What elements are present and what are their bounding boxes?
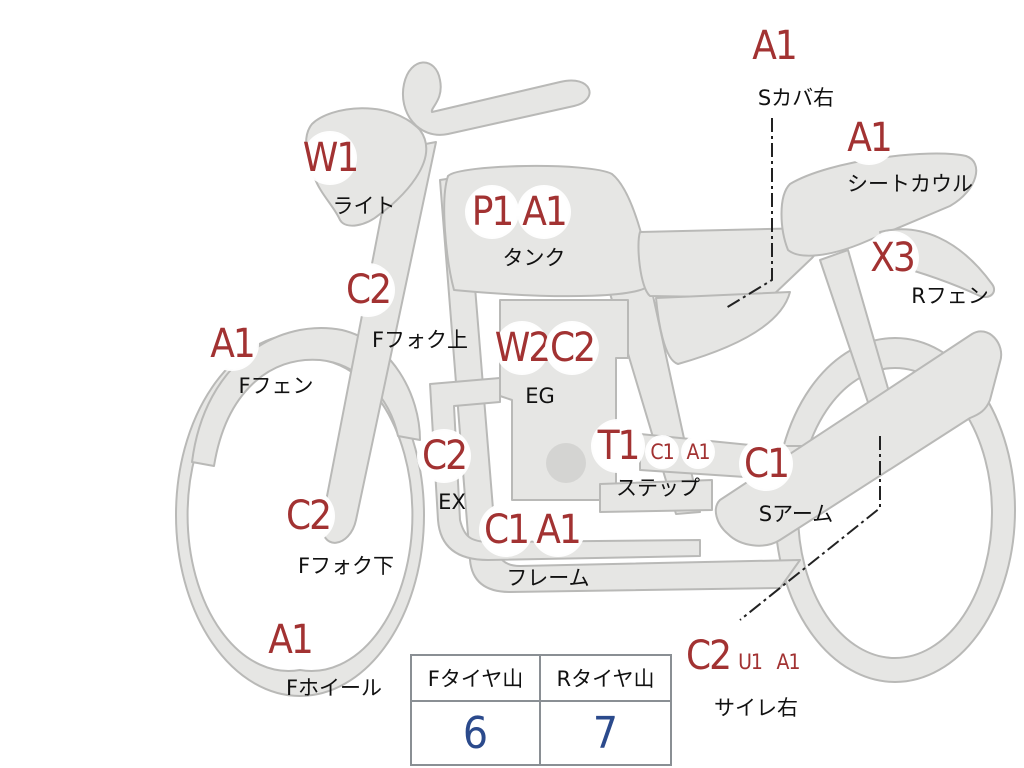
tread-table-header-row: Fタイヤ山 Rタイヤ山: [412, 656, 670, 702]
f-fork-upper-label: Fフォク上: [371, 328, 469, 352]
silencer-right-grade-badge: A1: [773, 647, 803, 677]
s-cover-right-grade-badge: A1: [749, 21, 799, 71]
exhaust-grade-badge: C2: [419, 431, 469, 481]
step-grade-badge: T1: [593, 421, 643, 471]
light-grade-badge: W1: [302, 133, 359, 183]
silencer-right-grade-badge: C2: [683, 631, 733, 681]
tank-grade-badge: P1: [467, 187, 517, 237]
tire-tread-table: Fタイヤ山 Rタイヤ山 6 7: [410, 654, 672, 766]
silencer-right-label: サイレ右: [714, 696, 798, 720]
front-tread-value: 6: [462, 707, 489, 759]
leader-lines: [725, 118, 881, 621]
f-fork-upper-grade-badge: C2: [343, 265, 393, 315]
engine-label: EG: [525, 384, 555, 408]
tank-label: タンク: [502, 246, 566, 270]
f-wheel-label: Fホイール: [285, 676, 383, 700]
r-fender-grade-badge: X3: [867, 233, 917, 283]
step-label: ステップ: [616, 476, 700, 500]
front-tread-value-cell: 6: [412, 700, 541, 766]
tank-grade-badge: A1: [519, 187, 569, 237]
f-fork-lower-grade-badge: C2: [283, 491, 333, 541]
exhaust-label: EX: [438, 490, 466, 514]
frame-grade-badge: A1: [533, 505, 583, 555]
light-label: ライト: [332, 194, 396, 218]
seat-cowl-label: シートカウル: [847, 172, 973, 196]
step-grade-badge: A1: [683, 437, 713, 467]
side-cover-shape: [655, 291, 791, 365]
rear-wheel-shape: [774, 337, 1016, 683]
muffler-shape: [714, 330, 1003, 547]
f-fender-label: Fフェン: [238, 374, 314, 398]
s-arm-grade-badge: C1: [741, 439, 791, 489]
f-fork-lower-label: Fフォク下: [297, 554, 395, 578]
engine-case-cover: [546, 443, 586, 483]
frame-label: フレーム: [506, 566, 590, 590]
rear-tread-header-cell: Rタイヤ山: [541, 656, 670, 700]
handlebar-shape: [401, 61, 591, 136]
front-tread-header-cell: Fタイヤ山: [412, 656, 541, 700]
front-tread-header: Fタイヤ山: [427, 667, 524, 691]
s-cover-right-label: Sカバ右: [757, 86, 835, 110]
engine-grade-badge: C2: [547, 323, 597, 373]
footpeg-shape: [599, 479, 713, 513]
rear-tread-header: Rタイヤ山: [556, 667, 655, 691]
f-fender-grade-badge: A1: [207, 319, 257, 369]
tread-table-value-row: 6 7: [412, 700, 670, 766]
silencer-right-grade-badge: U1: [735, 647, 765, 677]
seat-cowl-grade-badge: A1: [844, 113, 894, 163]
engine-grade-badge: W2: [494, 323, 551, 373]
step-grade-badge: C1: [647, 437, 677, 467]
s-arm-label: Sアーム: [758, 502, 834, 526]
rear-tread-value-cell: 7: [541, 700, 670, 766]
frame-grade-badge: C1: [481, 505, 531, 555]
r-fender-label: Rフェン: [911, 284, 989, 308]
s-cover-leader-line: [725, 118, 773, 309]
f-wheel-grade-badge: A1: [265, 615, 315, 665]
rear-tread-value: 7: [592, 707, 619, 759]
exhaust-pipe-shape: [429, 377, 701, 561]
